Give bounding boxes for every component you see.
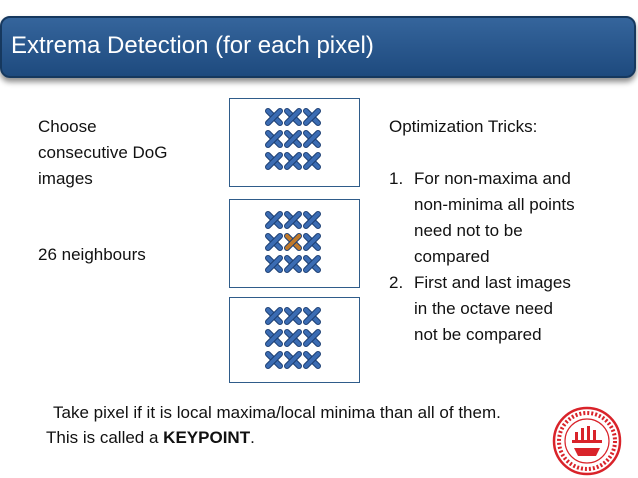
marker-grid-bottom	[265, 307, 321, 369]
dog-image-middle	[229, 199, 360, 288]
x-mark-icon	[303, 329, 321, 347]
x-mark-icon	[303, 130, 321, 148]
marker-grid-middle	[265, 211, 321, 273]
dog-image-top	[229, 98, 360, 187]
x-mark-icon	[265, 351, 283, 369]
tricks-spacer	[389, 140, 575, 166]
x-mark-icon	[303, 211, 321, 229]
x-mark-icon	[265, 233, 283, 251]
trick-2-line-1: First and last images	[414, 273, 571, 292]
x-mark-icon	[284, 255, 302, 273]
x-mark-icon	[303, 307, 321, 325]
x-mark-icon	[303, 351, 321, 369]
x-mark-icon	[284, 307, 302, 325]
x-mark-icon	[265, 307, 283, 325]
trick-2-line-2: in the octave need	[414, 299, 553, 318]
choose-line-2: consecutive DoG	[38, 143, 168, 162]
marker-grid-top	[265, 108, 321, 170]
x-mark-icon	[284, 108, 302, 126]
x-mark-icon	[303, 233, 321, 251]
footer-line-2: This is called a KEYPOINT.	[46, 425, 255, 451]
x-mark-icon	[284, 152, 302, 170]
footer-line-1: Take pixel if it is local maxima/local m…	[53, 403, 501, 422]
choose-line-1: Choose	[38, 117, 97, 136]
x-mark-icon	[284, 351, 302, 369]
x-mark-icon	[284, 329, 302, 347]
x-mark-icon	[303, 108, 321, 126]
trick-2-line-3: not be compared	[414, 325, 542, 344]
x-mark-icon	[265, 255, 283, 273]
footer-line-2-prefix: This is called a	[46, 428, 164, 447]
dog-image-bottom	[229, 297, 360, 383]
optimization-tricks: Optimization Tricks: 1. For non-maxima a…	[389, 114, 575, 348]
x-mark-icon	[284, 211, 302, 229]
slide-title-bar: Extrema Detection (for each pixel)	[0, 16, 636, 78]
slide-title: Extrema Detection (for each pixel)	[11, 32, 374, 59]
x-mark-icon	[265, 152, 283, 170]
tricks-list: 1. For non-maxima and non-minima all poi…	[389, 166, 575, 348]
trick-number-1: 1.	[389, 169, 404, 188]
x-mark-icon	[265, 108, 283, 126]
footer-line-2-suffix: .	[250, 428, 255, 447]
trick-1-line-4: compared	[414, 247, 490, 266]
tricks-heading: Optimization Tricks:	[389, 117, 538, 136]
neighbours-text: 26 neighbours	[38, 245, 146, 264]
x-mark-icon	[265, 211, 283, 229]
choose-line-3: images	[38, 169, 93, 188]
keypoint-term: KEYPOINT	[163, 428, 251, 447]
trick-1-line-1: For non-maxima and	[414, 169, 571, 188]
x-mark-icon	[284, 130, 302, 148]
trick-1-line-3: need not to be	[414, 221, 523, 240]
x-mark-icon	[265, 329, 283, 347]
trick-number-2: 2.	[389, 273, 404, 292]
x-mark-icon	[303, 255, 321, 273]
trick-item-1: 1. For non-maxima and non-minima all poi…	[389, 166, 575, 270]
trick-1-line-2: non-minima all points	[414, 195, 575, 214]
x-mark-icon	[265, 130, 283, 148]
institute-seal-logo	[552, 406, 622, 476]
x-mark-icon	[303, 152, 321, 170]
trick-item-2: 2. First and last images in the octave n…	[389, 270, 575, 348]
center-pixel-x-icon	[284, 233, 302, 251]
